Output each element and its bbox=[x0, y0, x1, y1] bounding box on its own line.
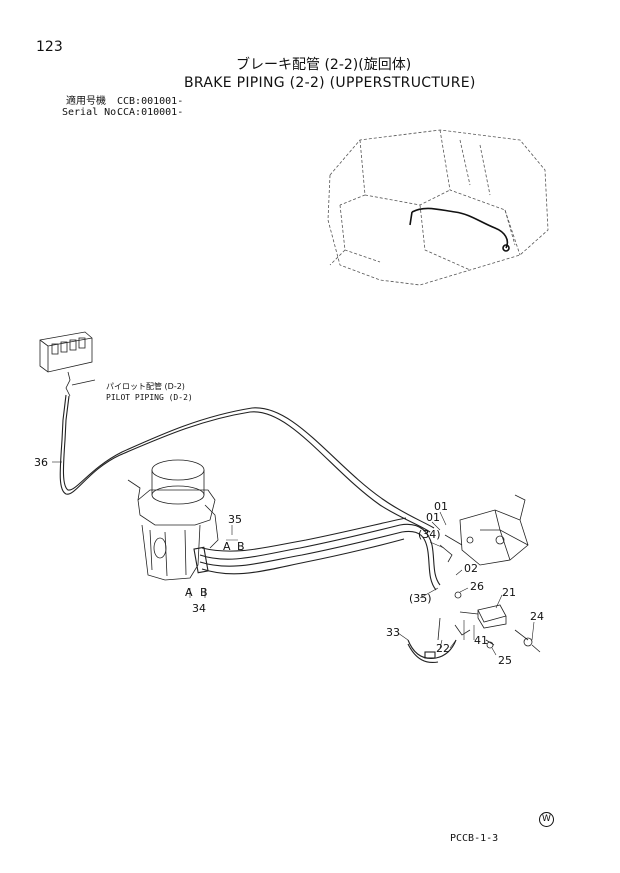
w-mark-icon: W bbox=[539, 812, 554, 827]
swing-motor-assembly bbox=[127, 459, 219, 581]
brake-valve-block bbox=[439, 494, 529, 566]
callout-35-ref: (35) bbox=[409, 592, 432, 605]
callout-01-lower: 01 bbox=[426, 511, 440, 524]
callout-36: 36 bbox=[34, 456, 48, 469]
serial-en-value: CCA:010001- bbox=[117, 107, 184, 118]
callout-21: 21 bbox=[502, 586, 516, 599]
callout-33: 33 bbox=[386, 626, 400, 639]
title-japanese: ブレーキ配管 (2-2)(旋回体) bbox=[236, 57, 412, 73]
hoses-34-35 bbox=[193, 517, 441, 591]
title-english: BRAKE PIPING (2-2) (UPPERSTRUCTURE) bbox=[184, 75, 476, 91]
callout-35-a: A bbox=[223, 540, 231, 553]
callout-26: 26 bbox=[470, 580, 484, 593]
callout-34-b: B bbox=[200, 586, 208, 599]
callout-24: 24 bbox=[530, 610, 544, 623]
overview-brake-line bbox=[409, 207, 510, 252]
pilot-piping-ref-jp: パイロット配管 (D-2) bbox=[106, 382, 185, 391]
serial-jp-label: 適用号機 bbox=[66, 96, 106, 107]
solenoid-and-fittings bbox=[437, 591, 541, 653]
hose-36 bbox=[59, 394, 435, 533]
callout-01-upper: 01 bbox=[434, 500, 448, 513]
callout-22: 22 bbox=[436, 642, 450, 655]
hose-33 bbox=[407, 639, 457, 664]
callout-41: 41 bbox=[474, 634, 488, 647]
callout-35-b: B bbox=[237, 540, 245, 553]
pilot-piping-ref-en: PILOT PIPING (D-2) bbox=[106, 393, 193, 402]
callout-34-ref: (34) bbox=[418, 528, 441, 541]
callout-34-a: A bbox=[185, 586, 193, 599]
page-number: 123 bbox=[36, 39, 63, 55]
machine-overview-illustration bbox=[327, 129, 549, 286]
leader-lines bbox=[52, 461, 535, 656]
callout-02: 02 bbox=[464, 562, 478, 575]
callout-34: 34 bbox=[192, 602, 206, 615]
serial-en-label: Serial No. bbox=[62, 107, 123, 118]
callout-25: 25 bbox=[498, 654, 512, 667]
callout-35: 35 bbox=[228, 513, 242, 526]
page-code: PCCB-1-3 bbox=[450, 833, 499, 844]
serial-jp-value: CCB:001001- bbox=[117, 96, 184, 107]
pilot-valve-block bbox=[39, 331, 96, 397]
